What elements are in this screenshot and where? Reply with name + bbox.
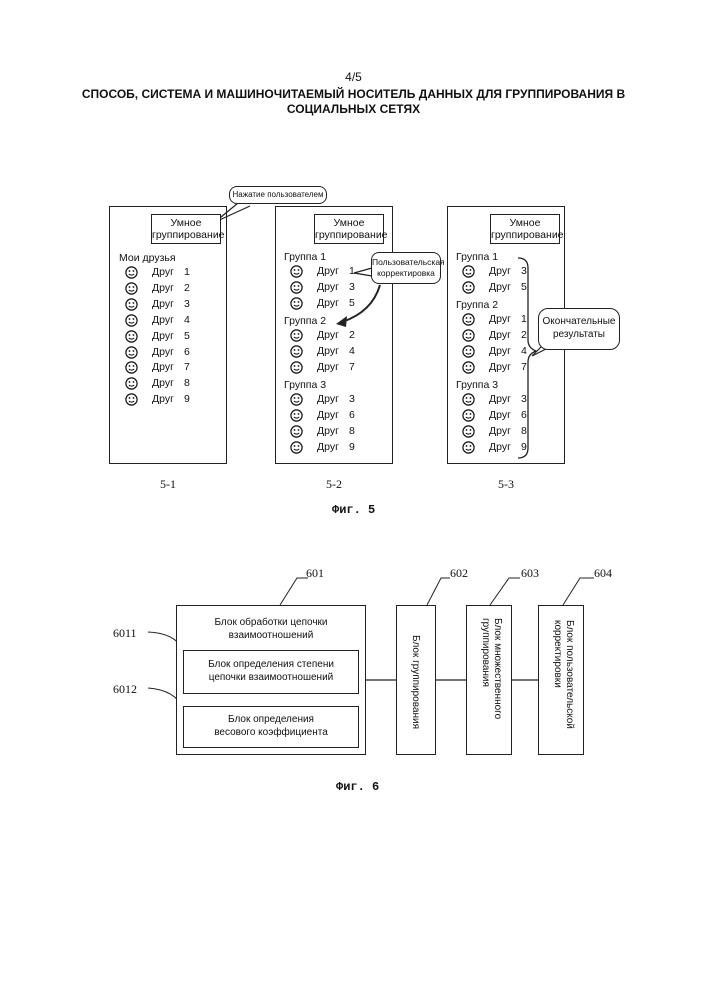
block-603-text: Блок множественного группирования <box>475 618 503 738</box>
ref-6011: 6011 <box>113 626 137 641</box>
ref-604: 604 <box>594 566 612 581</box>
ref-6012: 6012 <box>113 682 137 697</box>
block-6012-text: Блок определения весового коэффициента <box>213 713 329 739</box>
leader-602 <box>427 578 450 605</box>
figure-6-label: Фиг. 6 <box>336 780 379 794</box>
block-602-text: Блок группирования <box>409 635 421 729</box>
block-604-text: Блок пользовательской корректировки <box>547 620 575 740</box>
leader-601 <box>280 578 308 605</box>
ref-603: 603 <box>521 566 539 581</box>
block-6011-text: Блок определения степени цепочки взаимоо… <box>203 658 339 684</box>
leader-603 <box>490 578 520 605</box>
leader-604 <box>563 578 594 605</box>
block-601-title: Блок обработки цепочки взаимоотношений <box>206 616 336 642</box>
ref-601: 601 <box>306 566 324 581</box>
ref-602: 602 <box>450 566 468 581</box>
